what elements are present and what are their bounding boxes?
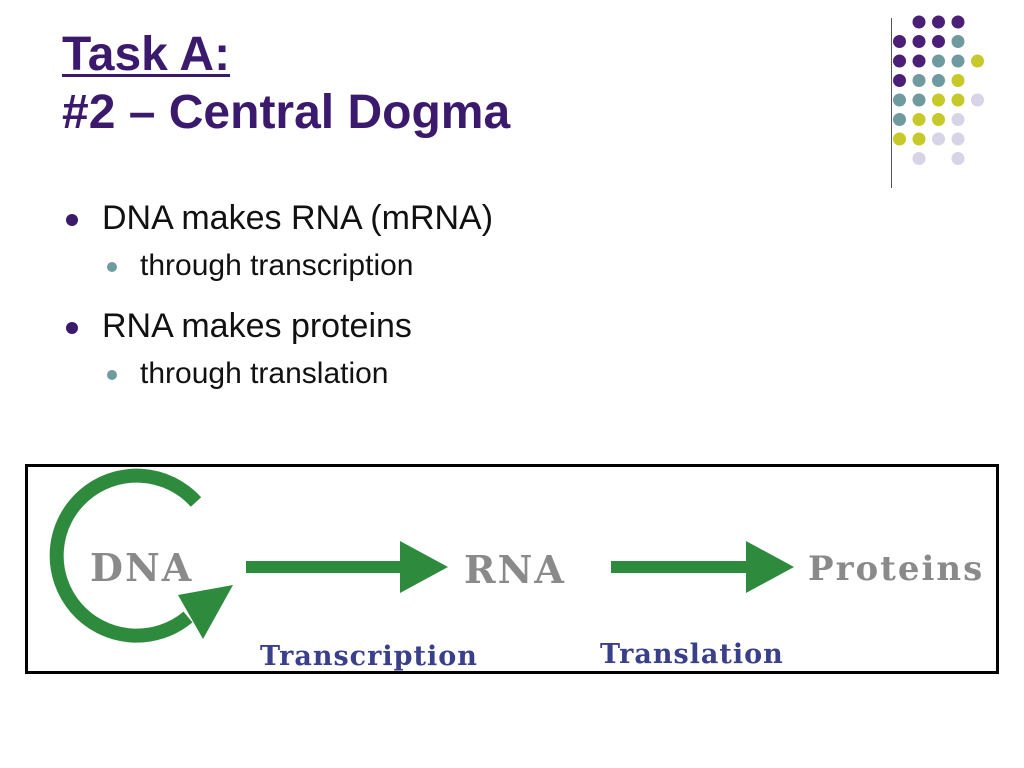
title-line-topic: #2 – Central Dogma — [62, 86, 511, 139]
decorative-dot — [912, 93, 926, 107]
bullet-list: DNA makes RNA (mRNA) through transcripti… — [62, 198, 493, 414]
sub-bullet-dot-icon — [107, 262, 117, 272]
decorative-dot — [893, 132, 906, 146]
sub-bullet-item: through transcription — [62, 248, 493, 284]
decorative-dot — [951, 74, 965, 87]
decorative-dot — [971, 54, 984, 68]
central-dogma-diagram: DNA RNA Proteins Transcription Translati… — [25, 464, 999, 674]
decorative-dot — [893, 54, 906, 68]
node-dna: DNA — [90, 545, 194, 590]
slide-title: Task A: #2 – Central Dogma — [62, 26, 510, 142]
decorative-dot — [912, 132, 926, 146]
decorative-dot — [912, 113, 926, 126]
sub-bullet-text: through translation — [140, 357, 389, 390]
title-line-task: Task A: — [62, 28, 231, 81]
decorative-dot — [951, 152, 965, 165]
decorative-dot — [893, 93, 906, 107]
transcription-arrowhead-icon — [400, 541, 448, 593]
decorative-dot — [912, 152, 926, 165]
decorative-dot — [912, 74, 926, 87]
decorative-dot — [951, 132, 965, 146]
decorative-dot — [951, 113, 965, 126]
node-rna: RNA — [464, 547, 566, 592]
decorative-dot — [932, 93, 945, 107]
translation-arrowhead-icon — [746, 541, 794, 593]
bullet-text: RNA makes proteins — [102, 307, 412, 345]
replication-arrowhead-icon — [178, 585, 233, 639]
transcription-arrow-shaft — [246, 561, 406, 573]
decorative-dot — [912, 54, 926, 68]
decorative-dot — [893, 74, 906, 87]
process-transcription: Transcription — [260, 641, 478, 672]
sub-bullet-dot-icon — [107, 370, 117, 380]
decorative-dot — [951, 15, 965, 29]
replication-arc-arrow — [49, 468, 202, 643]
decorative-dot — [893, 35, 906, 48]
decorative-dot — [932, 132, 945, 146]
decorative-dot — [932, 113, 945, 126]
decorative-dot — [912, 15, 926, 29]
process-translation: Translation — [600, 639, 784, 670]
decorative-dot — [932, 15, 945, 29]
diagram-arrows — [49, 468, 794, 643]
bullet-dot-icon — [66, 322, 78, 334]
translation-arrow-shaft — [611, 561, 751, 573]
bullet-text: DNA makes RNA (mRNA) — [102, 199, 494, 237]
sub-bullet-text: through transcription — [140, 249, 414, 282]
decorative-dot — [932, 35, 945, 48]
bullet-dot-icon — [66, 214, 78, 226]
decorative-dot — [932, 74, 945, 87]
node-proteins: Proteins — [808, 549, 985, 589]
sub-bullet-item: through translation — [62, 356, 493, 392]
decorative-dot — [971, 93, 984, 107]
decorative-dot — [932, 54, 945, 68]
decorative-dot — [951, 54, 965, 68]
decorative-dot — [951, 35, 965, 48]
bullet-item: RNA makes proteins — [62, 306, 493, 346]
decorative-dot — [912, 35, 926, 48]
decorative-dot — [893, 113, 906, 126]
title-divider-line — [891, 18, 892, 188]
decorative-dot-grid — [893, 15, 984, 165]
bullet-item: DNA makes RNA (mRNA) — [62, 198, 493, 238]
decorative-dot — [951, 93, 965, 107]
